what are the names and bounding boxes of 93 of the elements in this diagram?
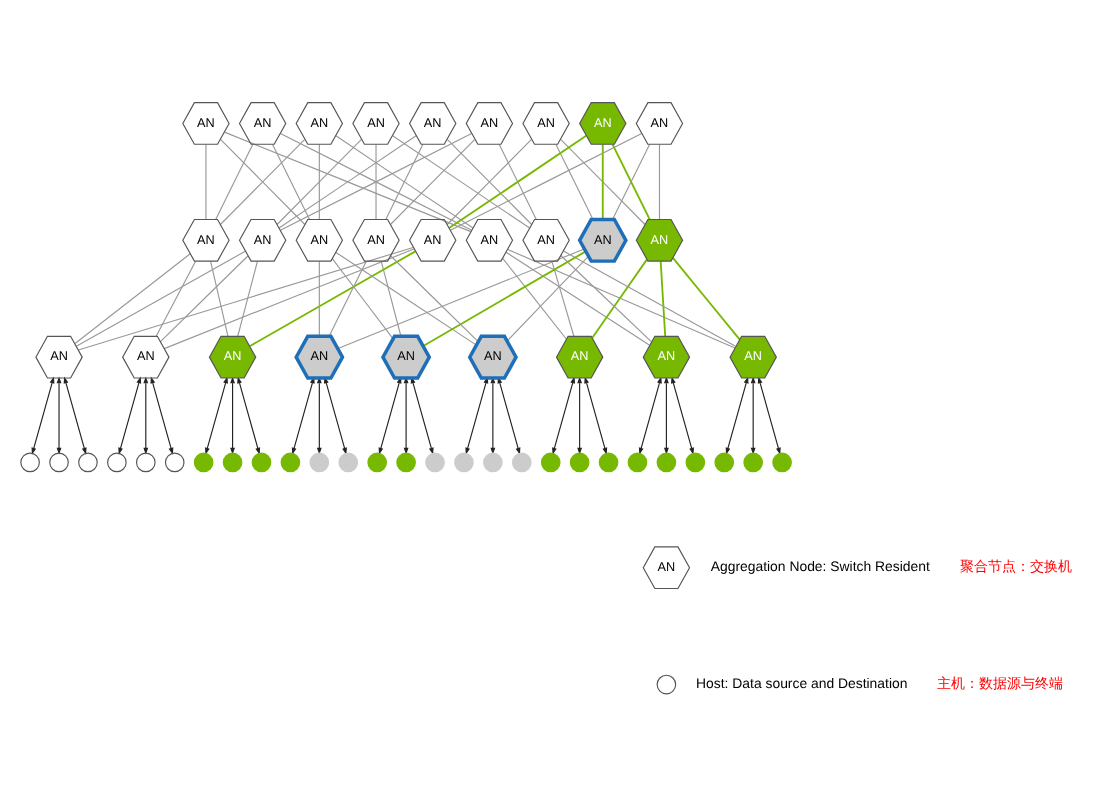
connector	[506, 247, 736, 348]
connector	[159, 254, 249, 342]
node-circle	[598, 451, 619, 472]
arrow	[552, 375, 575, 454]
node-circle	[222, 451, 243, 472]
connector	[74, 252, 191, 344]
connector	[210, 259, 229, 336]
connector	[389, 138, 476, 225]
connector	[331, 257, 394, 339]
node-circle	[251, 451, 272, 472]
arrow	[118, 375, 142, 454]
connector	[278, 134, 417, 228]
connector	[318, 259, 320, 336]
connector	[591, 257, 648, 338]
node-circle	[49, 451, 69, 472]
node-circle	[540, 451, 561, 472]
connector	[422, 249, 587, 346]
connector	[671, 255, 741, 340]
connector	[155, 259, 197, 336]
connector	[237, 259, 258, 336]
connector	[505, 250, 651, 345]
node-circle	[714, 451, 735, 472]
connector	[449, 132, 643, 230]
arrow	[757, 375, 781, 454]
connector	[279, 132, 473, 230]
connector	[249, 249, 417, 346]
connector	[337, 247, 585, 349]
connector	[551, 259, 575, 336]
node-circle	[569, 451, 590, 472]
arrow	[63, 375, 87, 454]
connector	[328, 259, 367, 336]
node-circle	[135, 451, 156, 472]
node-circle	[656, 673, 677, 694]
connector	[75, 249, 246, 346]
connector	[163, 247, 415, 349]
arrow	[205, 375, 228, 454]
connector	[224, 130, 472, 232]
arrow	[584, 375, 608, 454]
connector	[659, 259, 667, 337]
arrow	[56, 375, 62, 454]
connector	[498, 142, 537, 219]
connector	[502, 256, 567, 339]
arrow	[230, 375, 235, 454]
connector	[215, 142, 254, 219]
node-circle	[483, 451, 503, 472]
connector	[560, 138, 646, 225]
node-circle	[396, 451, 416, 472]
connector	[601, 142, 604, 220]
node-circle	[367, 451, 387, 472]
connector	[658, 142, 661, 219]
arrow	[150, 375, 174, 454]
connector	[271, 142, 311, 219]
node-circle	[454, 451, 474, 472]
connector	[335, 134, 474, 228]
arrow	[497, 375, 521, 454]
arrow	[291, 375, 315, 454]
arrow	[577, 375, 583, 454]
connector	[318, 142, 320, 219]
connector	[562, 249, 737, 346]
connector	[380, 259, 402, 336]
node-circle	[193, 451, 214, 472]
connector	[555, 142, 594, 219]
node-circle	[627, 451, 648, 472]
connector	[392, 134, 531, 228]
node-circle	[20, 451, 40, 472]
arrow	[663, 375, 669, 454]
connector	[390, 254, 479, 342]
node-circle	[425, 451, 445, 472]
connector	[375, 142, 377, 219]
connector	[506, 254, 589, 341]
node-circle	[280, 451, 301, 472]
arrow	[671, 375, 694, 454]
node-circle	[685, 451, 706, 472]
connector	[276, 138, 362, 225]
arrow	[31, 375, 55, 454]
arrow	[237, 375, 261, 454]
node-circle	[107, 451, 127, 472]
node-circle	[164, 451, 185, 472]
node-circle	[78, 451, 98, 472]
connector	[205, 142, 207, 219]
node-circle	[656, 451, 677, 472]
node-circle	[338, 451, 359, 472]
arrow	[725, 375, 749, 454]
connector	[335, 250, 477, 345]
connector	[385, 142, 424, 219]
connector	[448, 133, 588, 228]
node-circle	[743, 451, 763, 472]
node-circle	[309, 451, 330, 472]
node-circle	[772, 451, 792, 472]
node-circle	[511, 451, 532, 472]
connector	[77, 245, 414, 350]
arrow	[638, 375, 662, 454]
connector	[560, 253, 653, 342]
